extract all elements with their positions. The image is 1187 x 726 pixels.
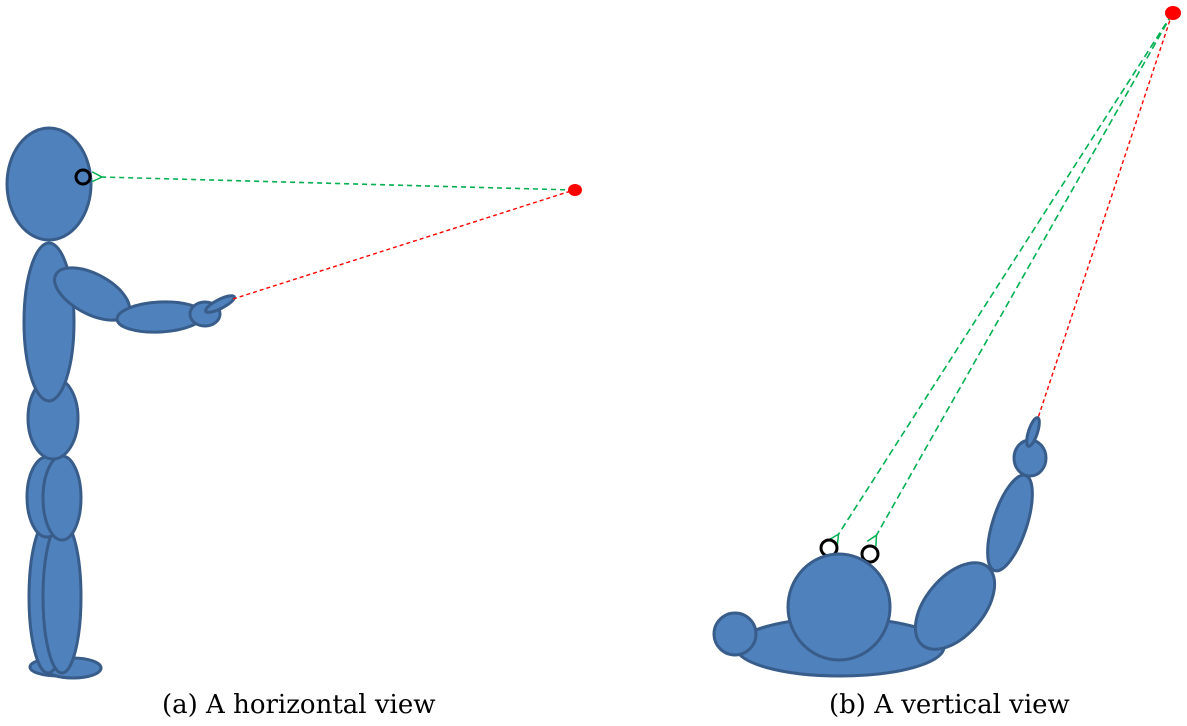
eye-right-icon <box>860 544 880 564</box>
head <box>5 126 93 242</box>
forearm-b <box>986 473 1034 573</box>
vertical-view-figure <box>712 416 1048 678</box>
left-shoulder <box>712 611 758 657</box>
caption-horizontal-view: (a) A horizontal view <box>162 690 436 720</box>
caption-vertical-view: (b) A vertical view <box>829 690 1070 720</box>
thigh-front <box>41 454 83 542</box>
target-point-a <box>568 184 582 196</box>
pointing-finger <box>204 294 236 314</box>
pointing-line-a <box>232 189 575 300</box>
pointing-line-b <box>1037 13 1173 419</box>
target-point-b <box>1165 6 1181 20</box>
gaze-line-b-right <box>876 13 1173 536</box>
horizontal-view-figure <box>5 126 236 680</box>
gaze-line-b-left <box>838 13 1173 535</box>
lower-leg-front <box>41 519 83 675</box>
torso <box>22 241 76 403</box>
gaze-line-a <box>101 177 575 191</box>
eye-icon <box>74 168 92 186</box>
pointing-finger-b <box>1025 416 1041 448</box>
upper-arm-b <box>913 561 997 651</box>
head-b <box>786 552 892 662</box>
